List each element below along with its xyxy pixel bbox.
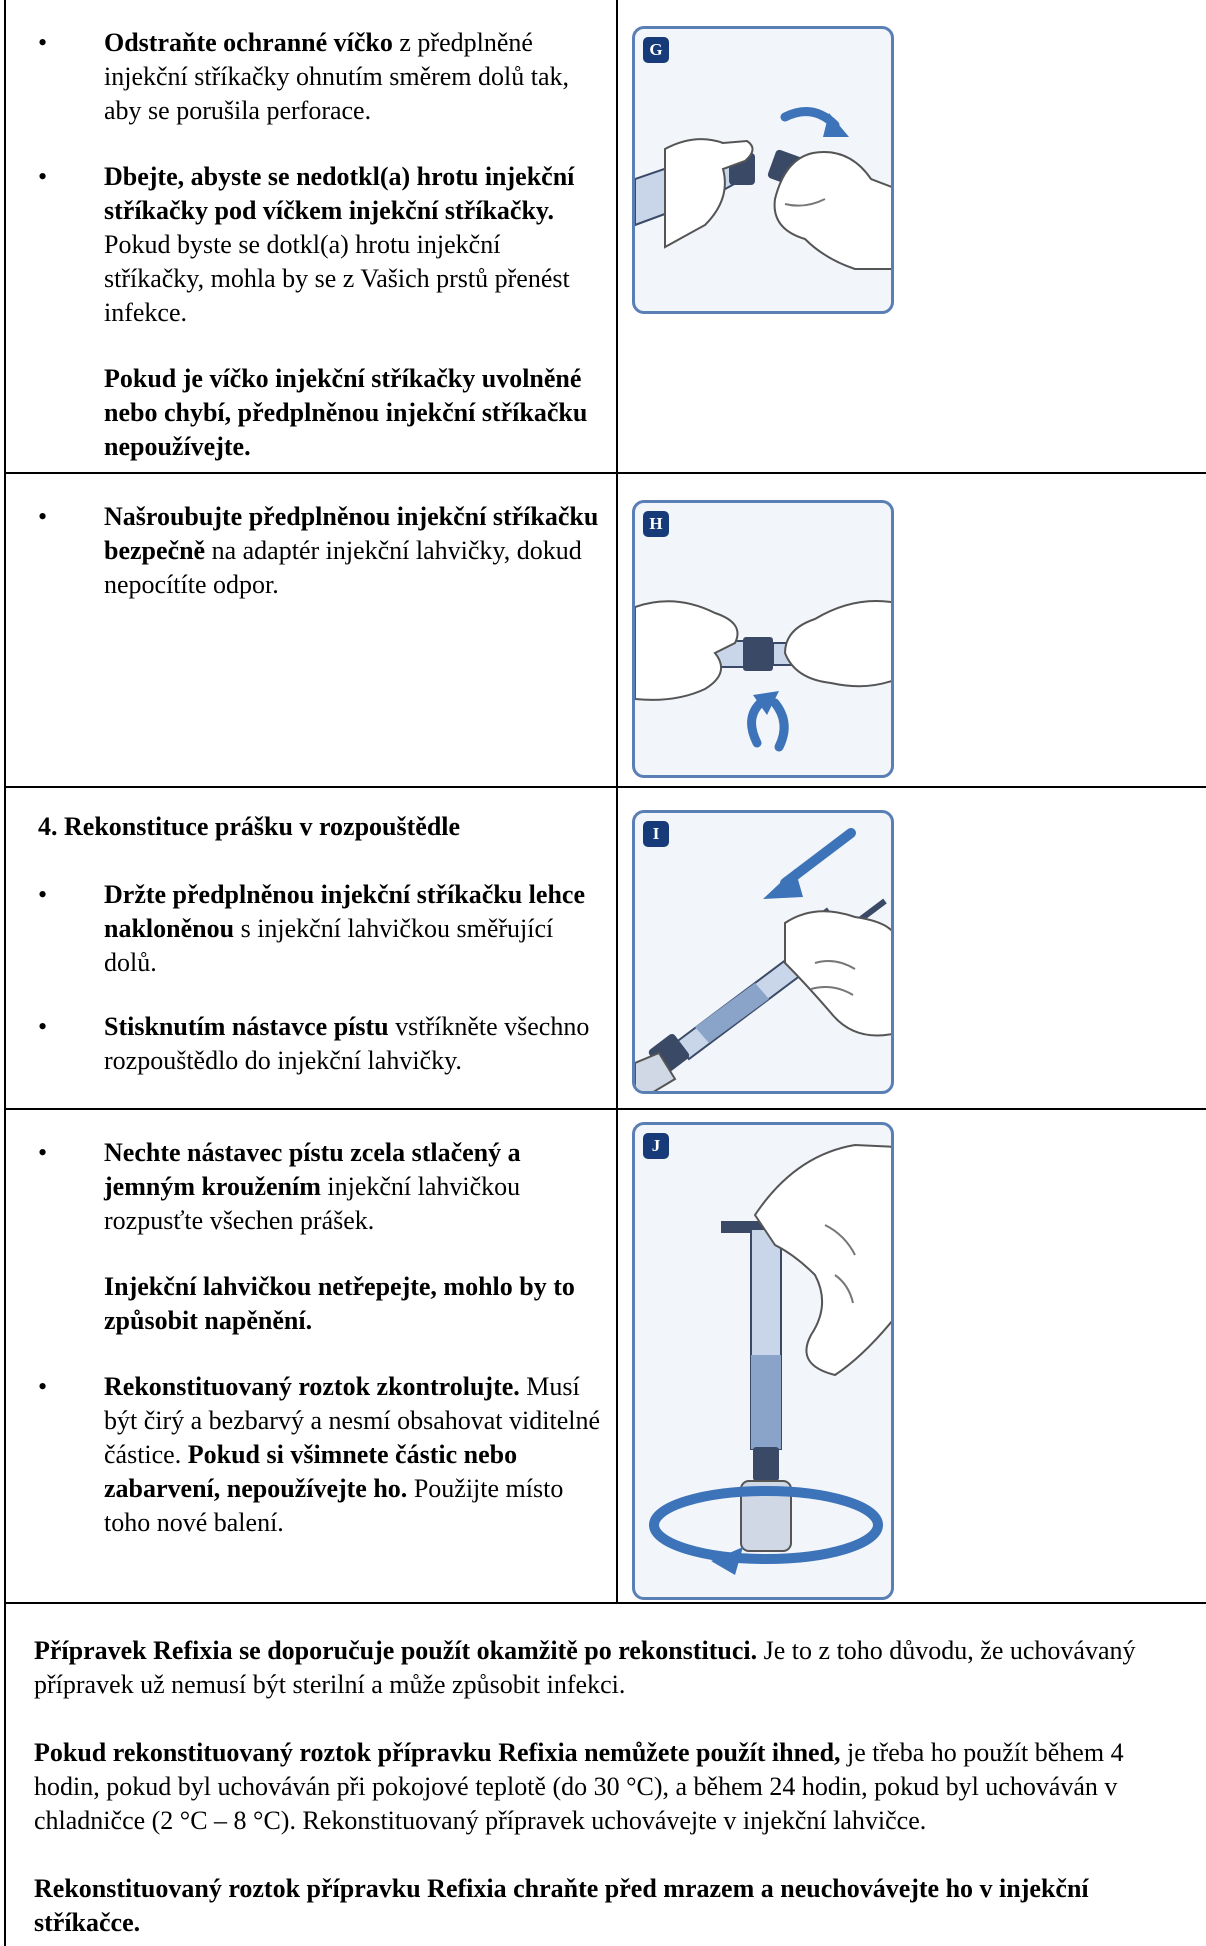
inject-diluent-illustration	[635, 828, 891, 1091]
warning-text: Pokud je víčko injekční stříkačky uvolně…	[104, 362, 604, 464]
warning-bold: Pokud je víčko injekční stříkačky uvolně…	[104, 364, 588, 461]
instruction-rest: Musí být čirý a bezbarvý a nesmí obsahov…	[104, 1372, 601, 1469]
table-row-j: • Nechte nástavec pístu zcela stlačený a…	[4, 1110, 1206, 1604]
table-row-h: • Našroubujte předplněnou injekční střík…	[4, 474, 1206, 788]
bullet: •	[38, 1138, 48, 1167]
section-heading: 4. Rekonstituce prášku v rozpouštědle	[38, 810, 603, 844]
figure-h: H	[632, 500, 894, 778]
instruction-bold: Odstraňte ochranné víčko	[104, 28, 393, 57]
instruction-rest: na adaptér injekční lahvičky, dokud nepo…	[104, 536, 582, 599]
instruction-rest: z předplněné injekční stříkačky ohnutím …	[104, 28, 570, 125]
table-frame	[4, 0, 1202, 1946]
bullet: •	[38, 1372, 48, 1401]
remove-cap-illustration	[635, 107, 891, 270]
instruction-rest: Pokud byste se dotkl(a) hrotu injekční s…	[104, 230, 570, 327]
figure-label: J	[643, 1133, 669, 1159]
instruction-rest: vstříkněte všechno rozpouštědlo do injek…	[104, 1012, 590, 1075]
paragraph-bold: Přípravek Refixia se doporučuje použít o…	[34, 1636, 758, 1665]
instruction-bold: Držte předplněnou injekční stříkačku leh…	[104, 880, 585, 943]
instruction-rest: injekční lahvičkou rozpusťte všechen prá…	[104, 1172, 521, 1235]
figure-i: I	[632, 810, 894, 1094]
instruction-text: Držte předplněnou injekční stříkačku leh…	[104, 878, 604, 980]
figure-label: G	[643, 37, 669, 63]
warning-bold: Injekční lahvičkou netřepejte, mohlo by …	[104, 1272, 575, 1335]
paragraph-bold: Pokud rekonstituovaný roztok přípravku R…	[34, 1738, 841, 1767]
storage-paragraph-3: Rekonstituovaný roztok přípravku Refixia…	[34, 1872, 1184, 1940]
paragraph-bold: Rekonstituovaný roztok přípravku Refixia…	[34, 1874, 1089, 1937]
bullet: •	[38, 28, 48, 57]
instruction-text: Nechte nástavec pístu zcela stlačený a j…	[104, 1136, 604, 1238]
figure-j: J	[632, 1122, 894, 1600]
bullet: •	[38, 162, 48, 191]
instruction-bold: Dbejte, abyste se nedotkl(a) hrotu injek…	[104, 162, 575, 225]
instruction-bold: Rekonstituovaný roztok zkontrolujte.	[104, 1372, 520, 1401]
attach-syringe-illustration	[635, 600, 891, 752]
figure-label: H	[643, 511, 669, 537]
bullet: •	[38, 880, 48, 909]
instruction-bold: Nechte nástavec pístu zcela stlačený a j…	[104, 1138, 521, 1201]
paragraph-rest: Je to z toho důvodu, že uchovávaný přípr…	[34, 1636, 1136, 1699]
instruction-bold: Našroubujte předplněnou injekční stříkač…	[104, 502, 599, 565]
instruction-rest: s injekční lahvičkou směřující dolů.	[104, 914, 554, 977]
instruction-text: Našroubujte předplněnou injekční stříkač…	[104, 500, 604, 602]
column-divider	[616, 788, 618, 1110]
bullet: •	[38, 502, 48, 531]
swirl-vial-illustration	[649, 1143, 891, 1575]
figure-g: G	[632, 26, 894, 314]
instruction-bold: Stisknutím nástavce pístu	[104, 1012, 389, 1041]
instruction-bold: Pokud si všimnete částic nebo zabarvení,…	[104, 1440, 518, 1503]
instruction-text: Dbejte, abyste se nedotkl(a) hrotu injek…	[104, 160, 604, 330]
section-heading-text: 4. Rekonstituce prášku v rozpouštědle	[38, 812, 461, 841]
bullet: •	[38, 1012, 48, 1041]
column-divider	[616, 0, 618, 474]
warning-text: Injekční lahvičkou netřepejte, mohlo by …	[104, 1270, 604, 1338]
column-divider	[616, 474, 618, 788]
instruction-text: Odstraňte ochranné víčko z předplněné in…	[104, 26, 604, 128]
instruction-rest: Použijte místo toho nové balení.	[104, 1474, 564, 1537]
instruction-text: Stisknutím nástavce pístu vstříkněte vše…	[104, 1010, 604, 1078]
column-divider	[616, 1110, 618, 1604]
table-row-i: 4. Rekonstituce prášku v rozpouštědle • …	[4, 788, 1206, 1110]
figure-label: I	[643, 821, 669, 847]
storage-paragraph-2: Pokud rekonstituovaný roztok přípravku R…	[34, 1736, 1184, 1838]
table-row-g: • Odstraňte ochranné víčko z předplněné …	[4, 0, 1206, 474]
paragraph-rest: je třeba ho použít během 4 hodin, pokud …	[34, 1738, 1124, 1835]
storage-paragraph-1: Přípravek Refixia se doporučuje použít o…	[34, 1634, 1184, 1702]
instruction-text: Rekonstituovaný roztok zkontrolujte. Mus…	[104, 1370, 604, 1540]
